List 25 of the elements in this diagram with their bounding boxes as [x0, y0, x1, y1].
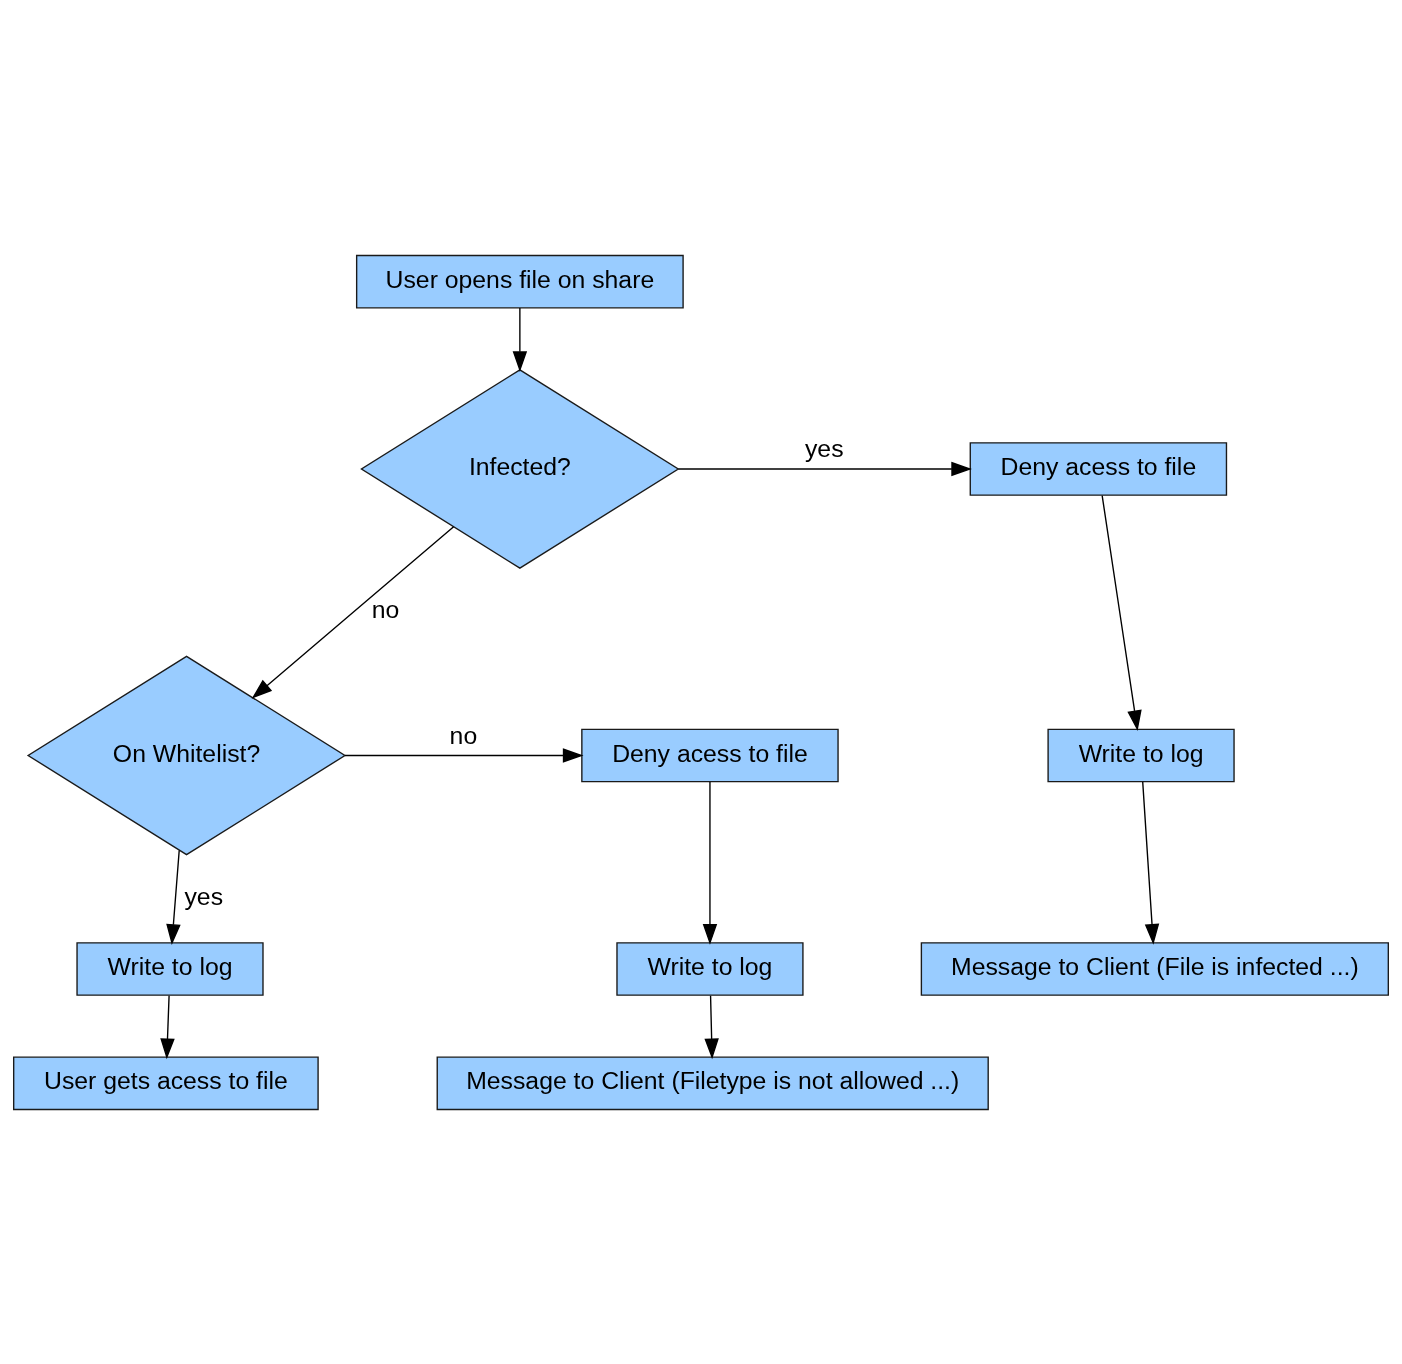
edge-label: yes — [804, 434, 844, 462]
arrow — [702, 780, 718, 945]
node-box: Write to log — [616, 941, 804, 996]
node-diamond: Infected? — [360, 368, 680, 569]
node-box: Write to log — [1047, 728, 1235, 782]
arrow — [344, 747, 584, 763]
arrow — [251, 525, 455, 699]
node-box: Write to log — [76, 941, 264, 996]
node-box: Deny acess to file — [581, 728, 839, 782]
arrow — [677, 461, 972, 476]
arrow — [704, 994, 719, 1059]
arrow — [160, 994, 175, 1059]
node-box: Deny acess to file — [969, 441, 1228, 496]
node-box: Message to Client (Filetype is not allowed ...) — [436, 1055, 989, 1110]
arrow — [512, 306, 528, 372]
node-box: Message to Client (File is infected ...) — [920, 941, 1389, 996]
edge-label: no — [371, 595, 400, 623]
node-diamond: On Whitelist? — [26, 655, 347, 855]
edge-label: yes — [184, 882, 224, 910]
node-box: User opens file on share — [355, 254, 684, 309]
node-box: User gets acess to file — [13, 1055, 319, 1110]
arrow — [1142, 780, 1160, 945]
edge-label: no — [449, 721, 478, 749]
arrow — [1101, 494, 1142, 731]
arrow — [166, 849, 181, 945]
